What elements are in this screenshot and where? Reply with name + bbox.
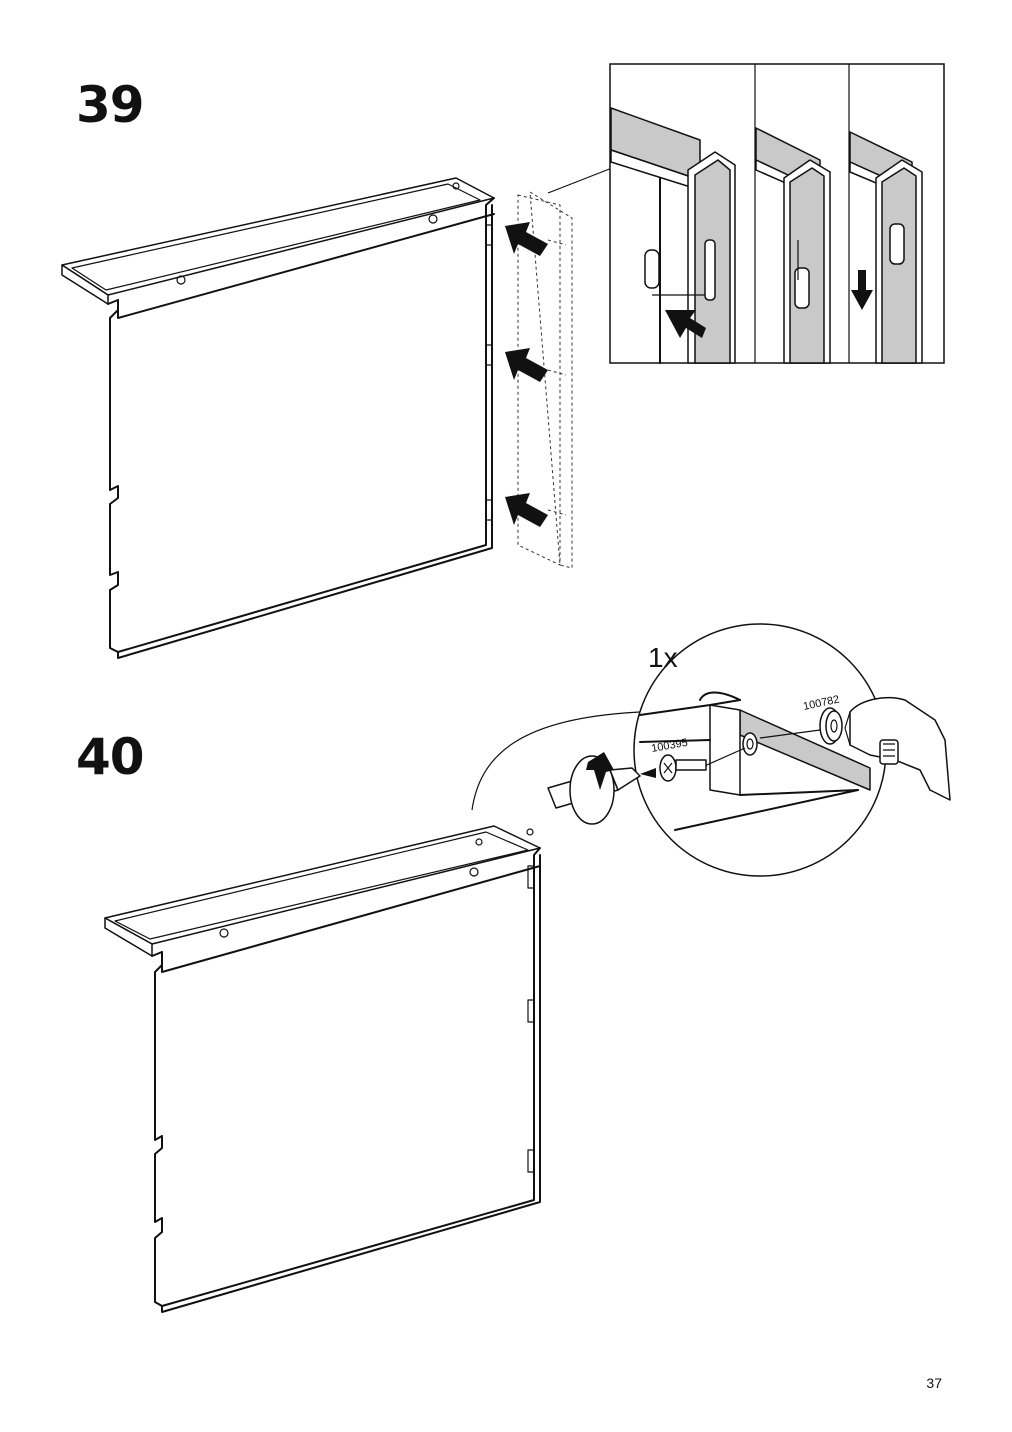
step40-detail-circle xyxy=(633,623,887,877)
rotate-arrow-icon xyxy=(586,752,614,790)
part-count-label: 1x xyxy=(648,642,678,673)
nut-100782: 100782 xyxy=(802,694,843,745)
wrench-icon xyxy=(844,696,951,801)
step-number-40: 40 xyxy=(76,728,145,786)
push-arrow-icon xyxy=(505,222,548,527)
step40-side-panel xyxy=(104,825,541,1313)
step-number-39: 39 xyxy=(76,76,145,134)
slide-down-arrow-icon xyxy=(851,270,873,310)
step39-detail-box xyxy=(609,63,945,364)
page-number: 37 xyxy=(926,1375,942,1391)
step39-ghost-bracket xyxy=(517,191,573,569)
step39-side-panel xyxy=(61,177,495,659)
